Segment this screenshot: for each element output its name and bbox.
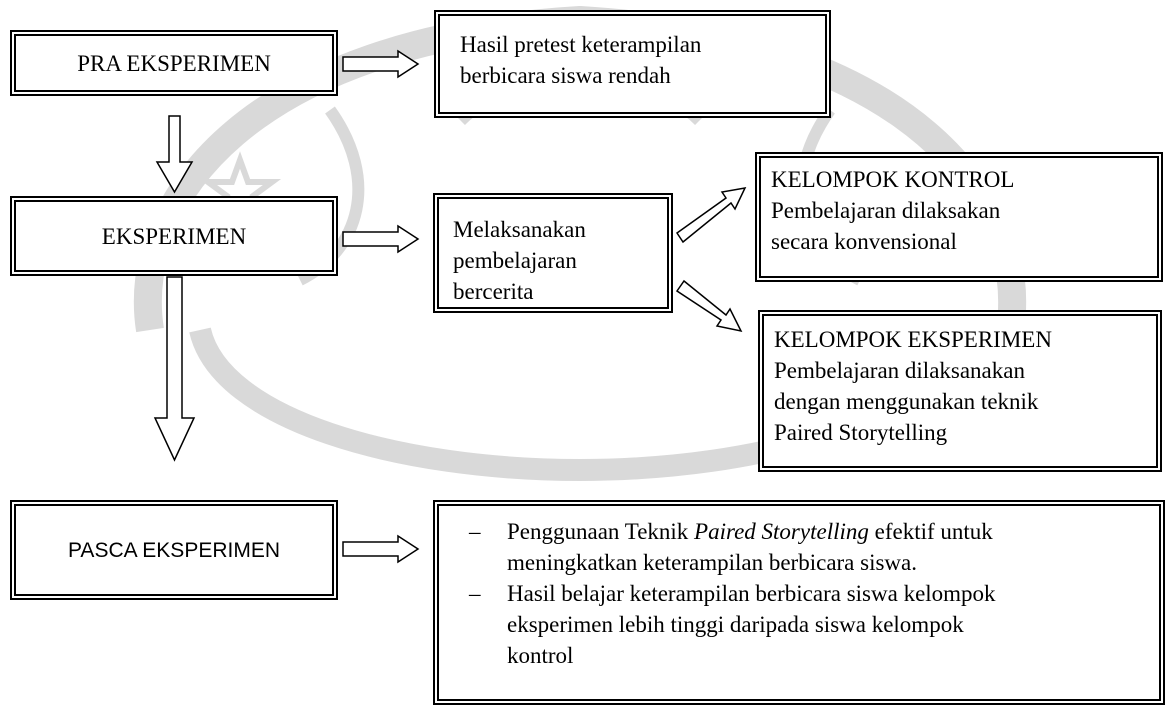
conclusions-box: – Penggunaan Teknik Paired Storytelling … <box>433 500 1165 705</box>
box-text-line: kontrol <box>507 643 574 668</box>
box-text-line: Pembelajaran dilaksakan <box>771 198 1001 223</box>
stage-eksperimen: EKSPERIMEN <box>10 196 338 276</box>
pretest-result-box: Hasil pretest keterampilan berbicara sis… <box>434 10 831 118</box>
stage-label: EKSPERIMEN <box>101 223 247 249</box>
box-text-line: secara konvensional <box>771 229 957 254</box>
arrow-right-icon <box>342 49 420 79</box>
box-text-line: Melaksanakan <box>453 217 586 242</box>
arrow-diagonal-up-icon <box>675 187 747 244</box>
box-text-line: Paired Storytelling <box>774 420 948 445</box>
control-group-box: KELOMPOK KONTROL Pembelajaran dilaksakan… <box>755 152 1163 282</box>
experiment-group-box: KELOMPOK EKSPERIMEN Pembelajaran dilaksa… <box>758 310 1162 472</box>
box-text-line: pembelajaran <box>453 248 577 273</box>
box-text-line: Pembelajaran dilaksanakan <box>774 358 1025 383</box>
stage-pasca-eksperimen: PASCA EKSPERIMEN <box>10 500 338 600</box>
arrow-right-icon <box>342 534 420 564</box>
text-run: efektif untuk <box>868 519 993 544</box>
stage-label: PASCA EKSPERIMEN <box>67 538 280 562</box>
list-item: – Hasil belajar keterampilan berbicara s… <box>467 578 1159 671</box>
group-title: KELOMPOK EKSPERIMEN <box>774 327 1052 352</box>
box-text-line: bercerita <box>453 279 534 304</box>
emphasis-text: Paired Storytelling <box>694 519 869 544</box>
list-item: – Penggunaan Teknik Paired Storytelling … <box>467 516 1159 578</box>
dash-bullet: – <box>469 581 481 606</box>
group-title: KELOMPOK KONTROL <box>771 167 1015 192</box>
dash-bullet: – <box>469 519 481 544</box>
stage-pra-eksperimen: PRA EKSPERIMEN <box>10 30 338 96</box>
box-text-line: Hasil pretest keterampilan <box>460 32 702 57</box>
box-text-line: eksperimen lebih tinggi daripada siswa k… <box>507 612 964 637</box>
box-text-line: berbicara siswa rendah <box>460 63 671 88</box>
stage-label: PRA EKSPERIMEN <box>77 50 271 76</box>
arrow-diagonal-down-icon <box>675 279 743 333</box>
arrow-down-icon <box>153 276 196 462</box>
arrow-right-icon <box>342 224 420 254</box>
conclusions-list: – Penggunaan Teknik Paired Storytelling … <box>467 516 1159 671</box>
text-run: Penggunaan Teknik <box>507 519 695 544</box>
box-text-line: meningkatkan keterampilan berbicara sisw… <box>507 550 918 575</box>
box-text-line: dengan menggunakan teknik <box>774 389 1039 414</box>
treatment-box: Melaksanakan pembelajaran bercerita <box>433 193 673 313</box>
box-text-line: Hasil belajar keterampilan berbicara sis… <box>507 581 996 606</box>
arrow-down-icon <box>155 115 194 194</box>
